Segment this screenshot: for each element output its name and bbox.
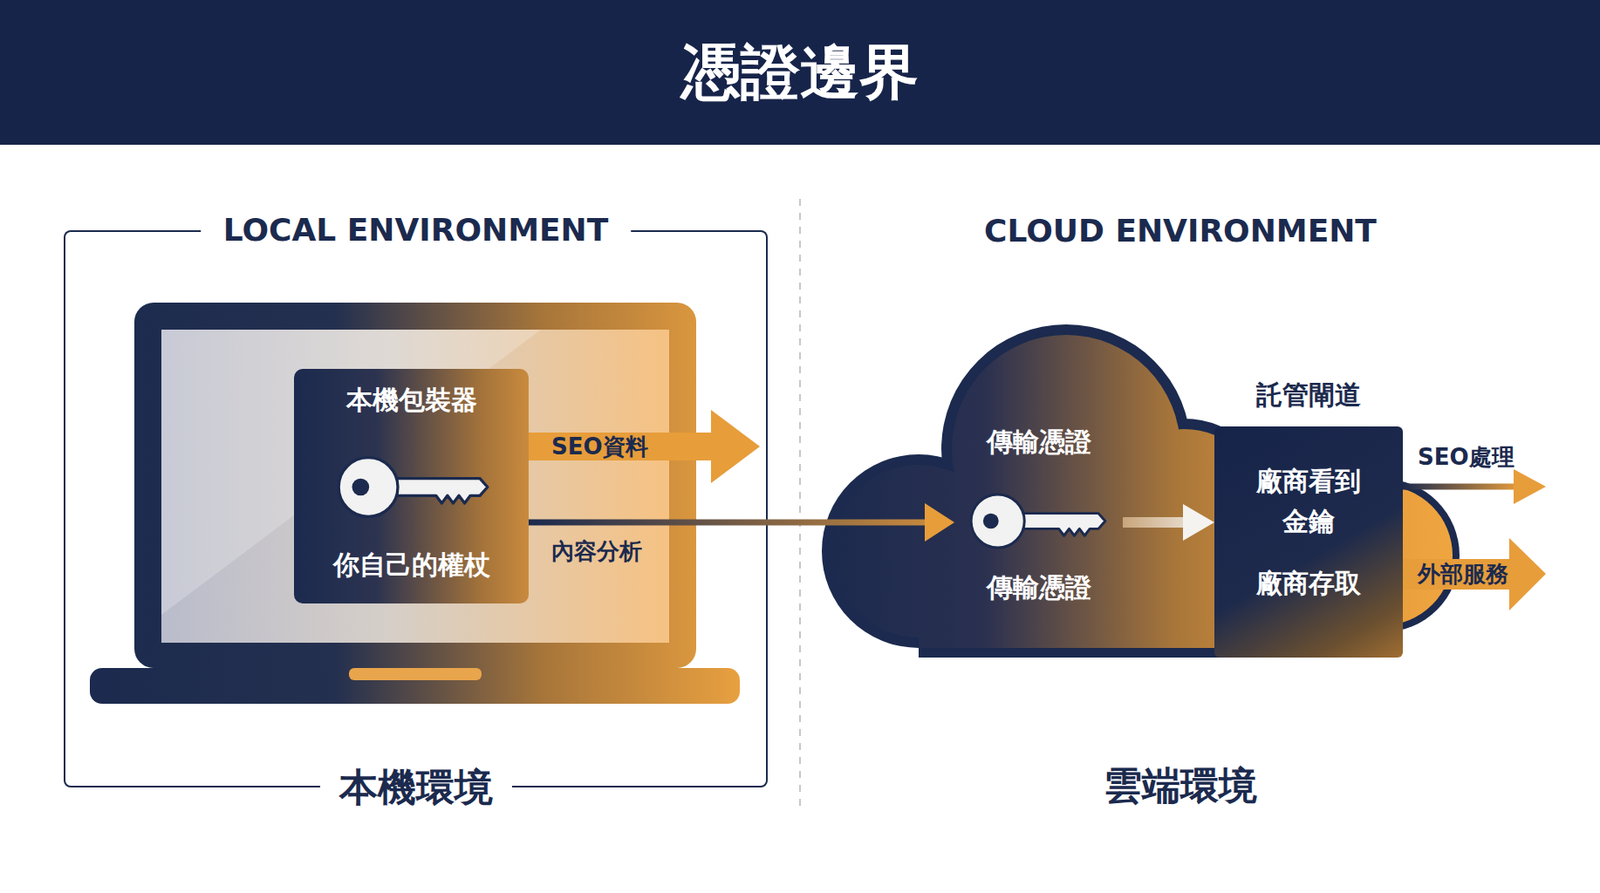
cloud-text: 傳輸憑證: [986, 425, 1092, 459]
arrow-label: 外部服務: [1417, 559, 1509, 589]
flow-connector: [1122, 504, 1215, 541]
cloud-region: 傳輸憑證傳輸憑證: [954, 425, 1123, 605]
data-arrow: [528, 410, 760, 484]
gateway-box: 託管閘道廠商看到 金鑰廠商存取: [1214, 426, 1403, 658]
connector-label: 內容分析: [551, 536, 643, 567]
divider-line: [799, 198, 801, 807]
section-heading: CLOUD ENVIRONMENT: [984, 210, 1377, 253]
cloud-shape: [821, 324, 1460, 658]
output-arrow: [1402, 469, 1546, 505]
section-footer: 雲端環境: [1103, 759, 1258, 813]
laptop-illustration: [89, 302, 740, 705]
box-heading: 本機包裝器: [346, 382, 478, 418]
gateway-text: 廠商存取: [1256, 566, 1361, 602]
arrow-label: SEO資料: [551, 431, 649, 462]
flow-connector: [528, 503, 955, 542]
environment-frame: LOCAL ENVIRONMENT本機環境本機包裝器你自己的權杖: [63, 230, 768, 788]
title-text: 憑證邊界: [681, 37, 919, 108]
title-banner: 憑證邊界: [0, 0, 1600, 145]
output-arrow: [1402, 538, 1546, 611]
frame-footer: 本機環境: [320, 761, 513, 814]
box-caption: 你自己的權杖: [333, 547, 491, 583]
frame-heading: LOCAL ENVIRONMENT: [200, 209, 632, 252]
key-icon: [970, 494, 1106, 548]
cloud-text: 傳輸憑證: [986, 571, 1092, 605]
gateway-heading: 託管閘道: [1256, 377, 1361, 413]
wrapper-box: 本機包裝器你自己的權杖: [294, 369, 529, 604]
arrow-label: SEO處理: [1417, 442, 1515, 472]
gateway-text: 廠商看到 金鑰: [1251, 461, 1367, 542]
